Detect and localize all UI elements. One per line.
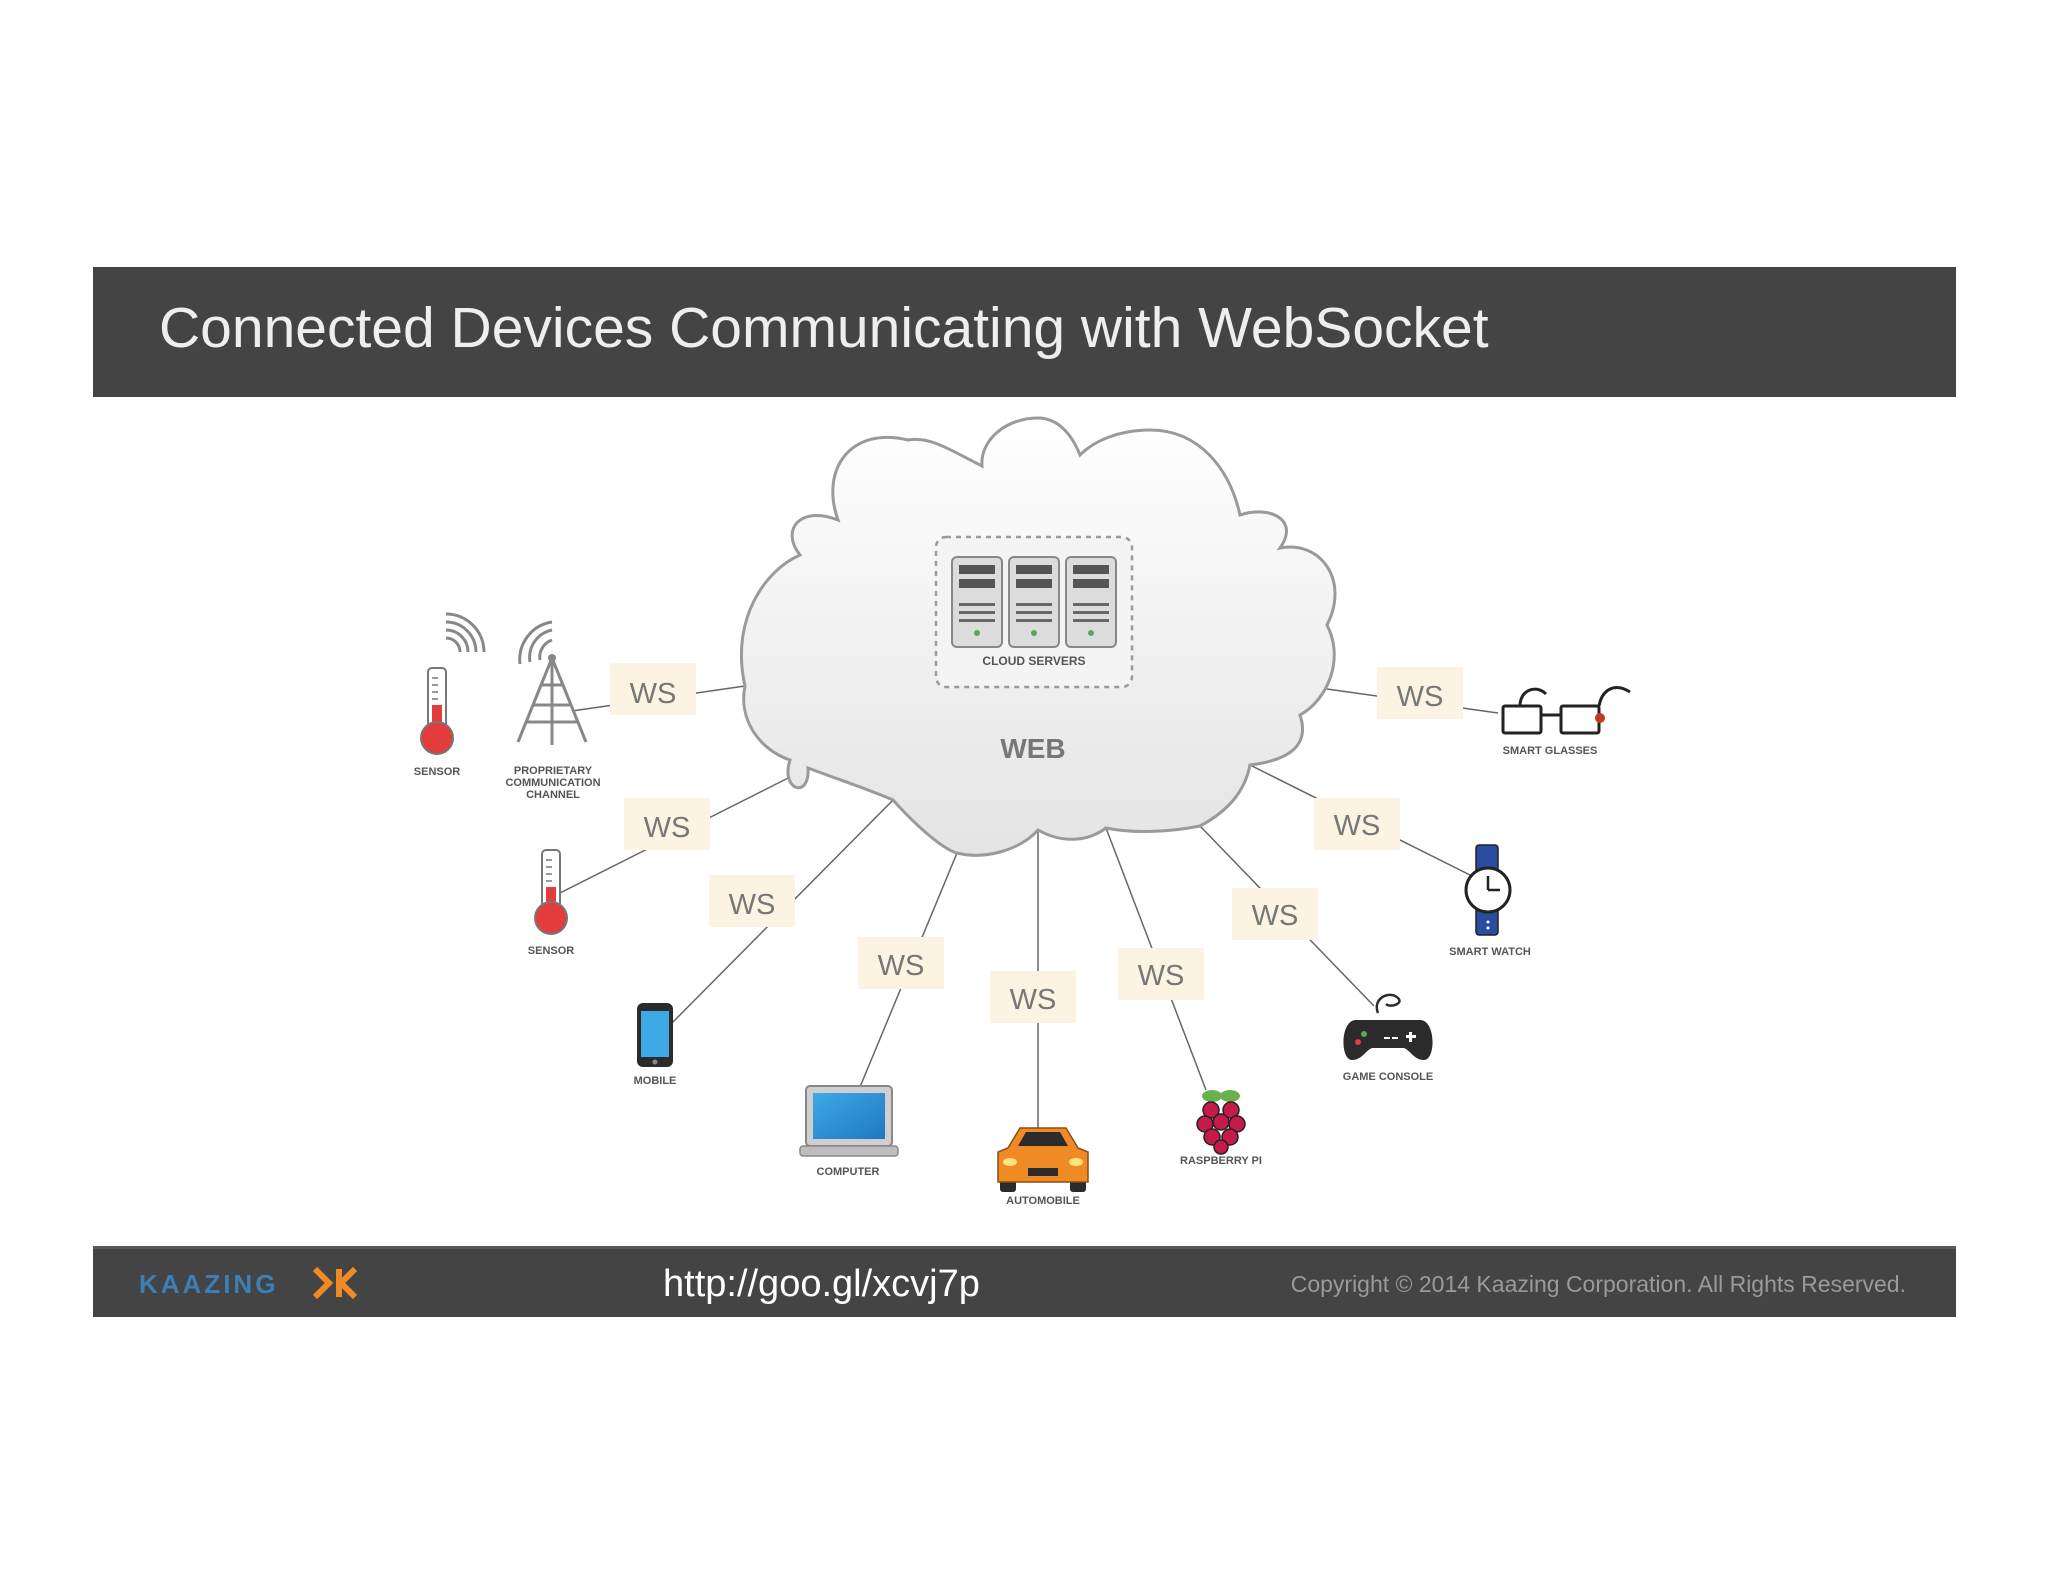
sensor-top-device: SENSOR (414, 612, 486, 778)
raspberry-icon (1196, 1090, 1246, 1155)
device-label: RASPBERRY PI (1180, 1155, 1262, 1167)
ws-text: WS (1334, 810, 1381, 842)
game-console-device: GAME CONSOLE (1343, 993, 1433, 1083)
cloud-servers-label: CLOUD SERVERS (982, 654, 1085, 668)
raspberry-device: RASPBERRY PI (1180, 1090, 1262, 1167)
ws-text: WS (1397, 681, 1444, 713)
laptop-icon (799, 1085, 899, 1157)
device-label: AUTOMOBILE (1006, 1195, 1080, 1207)
ws-text: WS (630, 678, 677, 710)
glasses-camera-icon (1595, 713, 1605, 723)
header-bar: Connected Devices Communicating with Web… (93, 267, 1956, 397)
ws-label-computer: WS (858, 937, 944, 989)
ws-label-glasses: WS (1377, 667, 1463, 719)
device-label: CHANNEL (526, 789, 580, 801)
ws-labels: WS WS WS WS WS WS WS WS WS (610, 663, 1463, 1023)
watch-icon (1464, 844, 1512, 936)
ws-label-automobile: WS (990, 971, 1076, 1023)
thermometer-icon (420, 667, 454, 755)
computer-device: COMPUTER (799, 1085, 899, 1178)
server-icon (951, 556, 1117, 648)
gamepad-icon (1343, 993, 1433, 1060)
glasses-icon (1501, 686, 1631, 735)
ws-label-raspberry: WS (1118, 948, 1204, 1000)
ws-text: WS (1138, 960, 1185, 992)
automobile-device: AUTOMOBILE (997, 1127, 1089, 1207)
signal-icon (445, 612, 486, 653)
footer-url-link[interactable]: http://goo.gl/xcvj7p (663, 1263, 980, 1305)
mobile-phone-icon (637, 1003, 673, 1067)
device-label: SENSOR (528, 945, 575, 957)
logo-text: KAAZING (139, 1269, 278, 1299)
smart-glasses-device: SMART GLASSES (1501, 686, 1631, 757)
device-label: PROPRIETARY (514, 765, 593, 777)
device-label: SENSOR (414, 766, 461, 778)
mobile-device: MOBILE (634, 1003, 677, 1087)
radio-tower-icon (516, 620, 588, 745)
web-cloud: CLOUD SERVERS WEB (739, 416, 1337, 857)
ws-label-game: WS (1232, 888, 1318, 940)
device-label: SMART WATCH (1449, 946, 1531, 958)
device-label: SMART GLASSES (1503, 745, 1598, 757)
footer-bar: KAAZING http://goo.gl/xcvj7p Copyright ©… (93, 1246, 1956, 1317)
ws-text: WS (878, 950, 925, 982)
ws-text: WS (729, 889, 776, 921)
ws-label-mobile: WS (709, 875, 795, 927)
sensor-mid-device: SENSOR (528, 849, 575, 957)
device-label: COMMUNICATION (505, 777, 600, 789)
device-label: GAME CONSOLE (1343, 1071, 1433, 1083)
kaazing-logo[interactable]: KAAZING (139, 1263, 369, 1303)
copyright-text: Copyright © 2014 Kaazing Corporation. Al… (1290, 1271, 1906, 1297)
slide-title: Connected Devices Communicating with Web… (159, 296, 1489, 360)
logo-mark-icon (312, 1266, 358, 1300)
device-label: COMPUTER (817, 1166, 880, 1178)
thermometer-icon (534, 849, 568, 935)
smart-watch-device: SMART WATCH (1449, 844, 1531, 958)
ws-text: WS (1010, 984, 1057, 1016)
ws-label-watch: WS (1314, 798, 1400, 850)
device-label: MOBILE (634, 1075, 677, 1087)
tower-device: PROPRIETARY COMMUNICATION CHANNEL (505, 620, 601, 801)
ws-text: WS (1252, 900, 1299, 932)
ws-text: WS (644, 812, 691, 844)
cloud-web-label: WEB (1000, 733, 1065, 764)
ws-label-tower: WS (610, 663, 696, 715)
ws-label-sensor: WS (624, 798, 710, 850)
car-icon (997, 1127, 1089, 1192)
